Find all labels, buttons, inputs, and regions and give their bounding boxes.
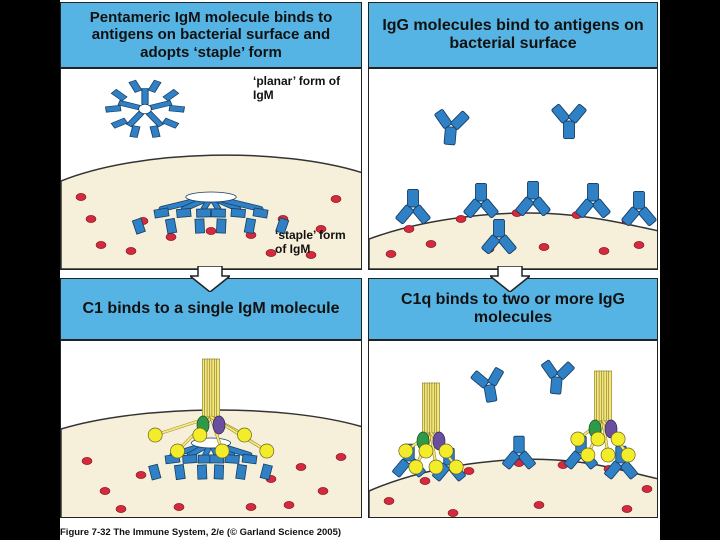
panel-c1q-igg: C1q binds to two or more IgG molecules [368,278,658,518]
antigen-icon [426,240,436,247]
antigen-icon [539,243,549,250]
antigen-icon [284,501,294,508]
bacterial-surface [61,410,362,518]
igg-antibody-icon [621,191,657,226]
antigen-icon [331,195,341,202]
c1q-head-icon [571,432,585,446]
igm-planar-icon [103,80,186,139]
scene-c1-igm [61,341,362,518]
panel-c1-igm: C1 binds to a single IgM molecule [60,278,362,518]
igg-antibody-icon [463,183,499,218]
figure: Pentameric IgM molecule binds to antigen… [60,0,660,540]
antigen-icon [174,503,184,510]
scene-c1q-igg [369,341,658,518]
igg-group [392,359,638,481]
antigen-icon [86,215,96,222]
c1s-icon [213,416,225,434]
panel-header: IgG molecules bind to antigens on bacter… [369,3,657,69]
c1q-head-icon [148,428,162,442]
antigen-icon [464,467,474,474]
c1q-head-icon [621,448,635,462]
panel-header: Pentameric IgM molecule binds to antigen… [61,3,361,69]
antigen-icon [642,485,652,492]
antigen-icon [116,505,126,512]
antigen-icon [420,477,430,484]
antigen-icon [246,503,256,510]
c1q-head-icon [260,444,274,458]
igg-antibody-icon [515,181,551,216]
c1q-head-icon [419,444,433,458]
igg-antibody-icon [469,366,508,405]
antigen-icon [136,471,146,478]
label-planar-form: ‘planar’ form of IgM [253,75,343,103]
antigen-icon [296,463,306,470]
c1q-head-icon [399,444,413,458]
c1q-head-icon [449,460,463,474]
igg-antibody-icon [539,359,576,395]
panel-igm-binding: Pentameric IgM molecule binds to antigen… [60,2,362,270]
antigen-icon [126,247,136,254]
scene-igg-binding [369,69,658,269]
bacterial-surface [369,213,658,269]
antigen-icon [456,215,466,222]
label-staple-form: ‘staple’ form of IgM [275,229,355,257]
igg-antibody-icon [432,108,470,146]
antigen-icon [166,233,176,240]
igg-antibody-icon [551,104,587,139]
c1q-head-icon [581,448,595,462]
antigen-icon [634,241,644,248]
antigen-icon [100,487,110,494]
igm-molecule [103,80,186,139]
antigen-icon [384,497,394,504]
antigen-icon [318,487,328,494]
antigen-icon [622,505,632,512]
figure-caption: Figure 7-32 The Immune System, 2/e (© Ga… [60,527,341,538]
c1q-head-icon [429,460,443,474]
down-arrow-icon [190,266,230,292]
c1q-head-icon [215,444,229,458]
antigen-icon [96,241,106,248]
c1q-head-icon [591,432,605,446]
c1q-head-icon [409,460,423,474]
antigen-icon [599,247,609,254]
antigen-icon [82,457,92,464]
antigen-icon [448,509,458,516]
antigen-icon [404,225,414,232]
antigen-icon [336,453,346,460]
igg-antibody-icon [575,183,611,218]
c1q-head-icon [439,444,453,458]
panel-igg-binding: IgG molecules bind to antigens on bacter… [368,2,658,270]
c1q-head-icon [193,428,207,442]
antigen-icon [206,227,216,234]
down-arrow-icon [490,266,530,292]
c1q-head-icon [237,428,251,442]
antigen-icon [76,193,86,200]
igg-antibody-icon [395,189,431,224]
c1q-head-icon [171,444,185,458]
c1q-head-icon [601,448,615,462]
antigen-icon [386,250,396,257]
antigen-icon [534,501,544,508]
c1q-head-icon [611,432,625,446]
